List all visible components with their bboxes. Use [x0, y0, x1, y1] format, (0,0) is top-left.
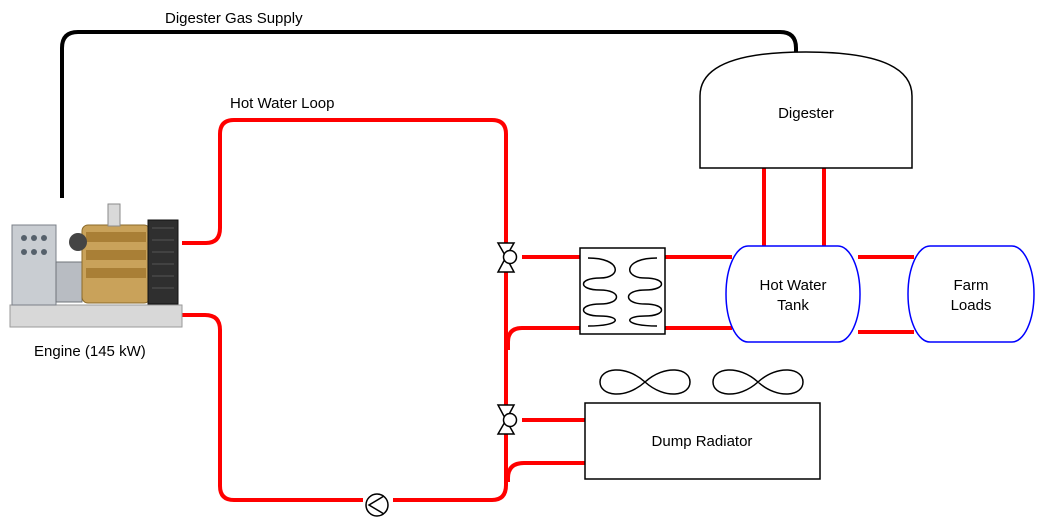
- dump-radiator: [584, 402, 821, 480]
- digester: [699, 51, 913, 169]
- fan-icon: [599, 369, 691, 395]
- hot-water-tank-label-line1: Hot Water: [760, 277, 827, 294]
- engine-label: Engine (145 kW): [34, 343, 146, 360]
- three-way-valve-icon: [496, 404, 518, 435]
- hot-water-tank: [725, 245, 861, 343]
- engine-generator-icon: [9, 203, 183, 328]
- hot-water-pipes: [182, 118, 914, 502]
- digester-label: Digester: [778, 105, 834, 122]
- pump-icon: [365, 493, 389, 517]
- three-way-valve-icon: [496, 242, 518, 273]
- hot-water-loop-label: Hot Water Loop: [230, 95, 335, 112]
- heat-exchanger-icon: [579, 247, 666, 335]
- farm-loads-label-line1: Farm: [954, 277, 989, 294]
- farm-loads-label-line2: Loads: [951, 297, 992, 314]
- farm-loads: [907, 245, 1035, 343]
- gas-supply-label: Digester Gas Supply: [165, 10, 303, 27]
- fan-icon: [712, 369, 804, 395]
- hot-water-tank-label-line2: Tank: [777, 297, 809, 314]
- dump-radiator-label: Dump Radiator: [652, 433, 753, 450]
- gas-supply-pipe: [60, 30, 798, 198]
